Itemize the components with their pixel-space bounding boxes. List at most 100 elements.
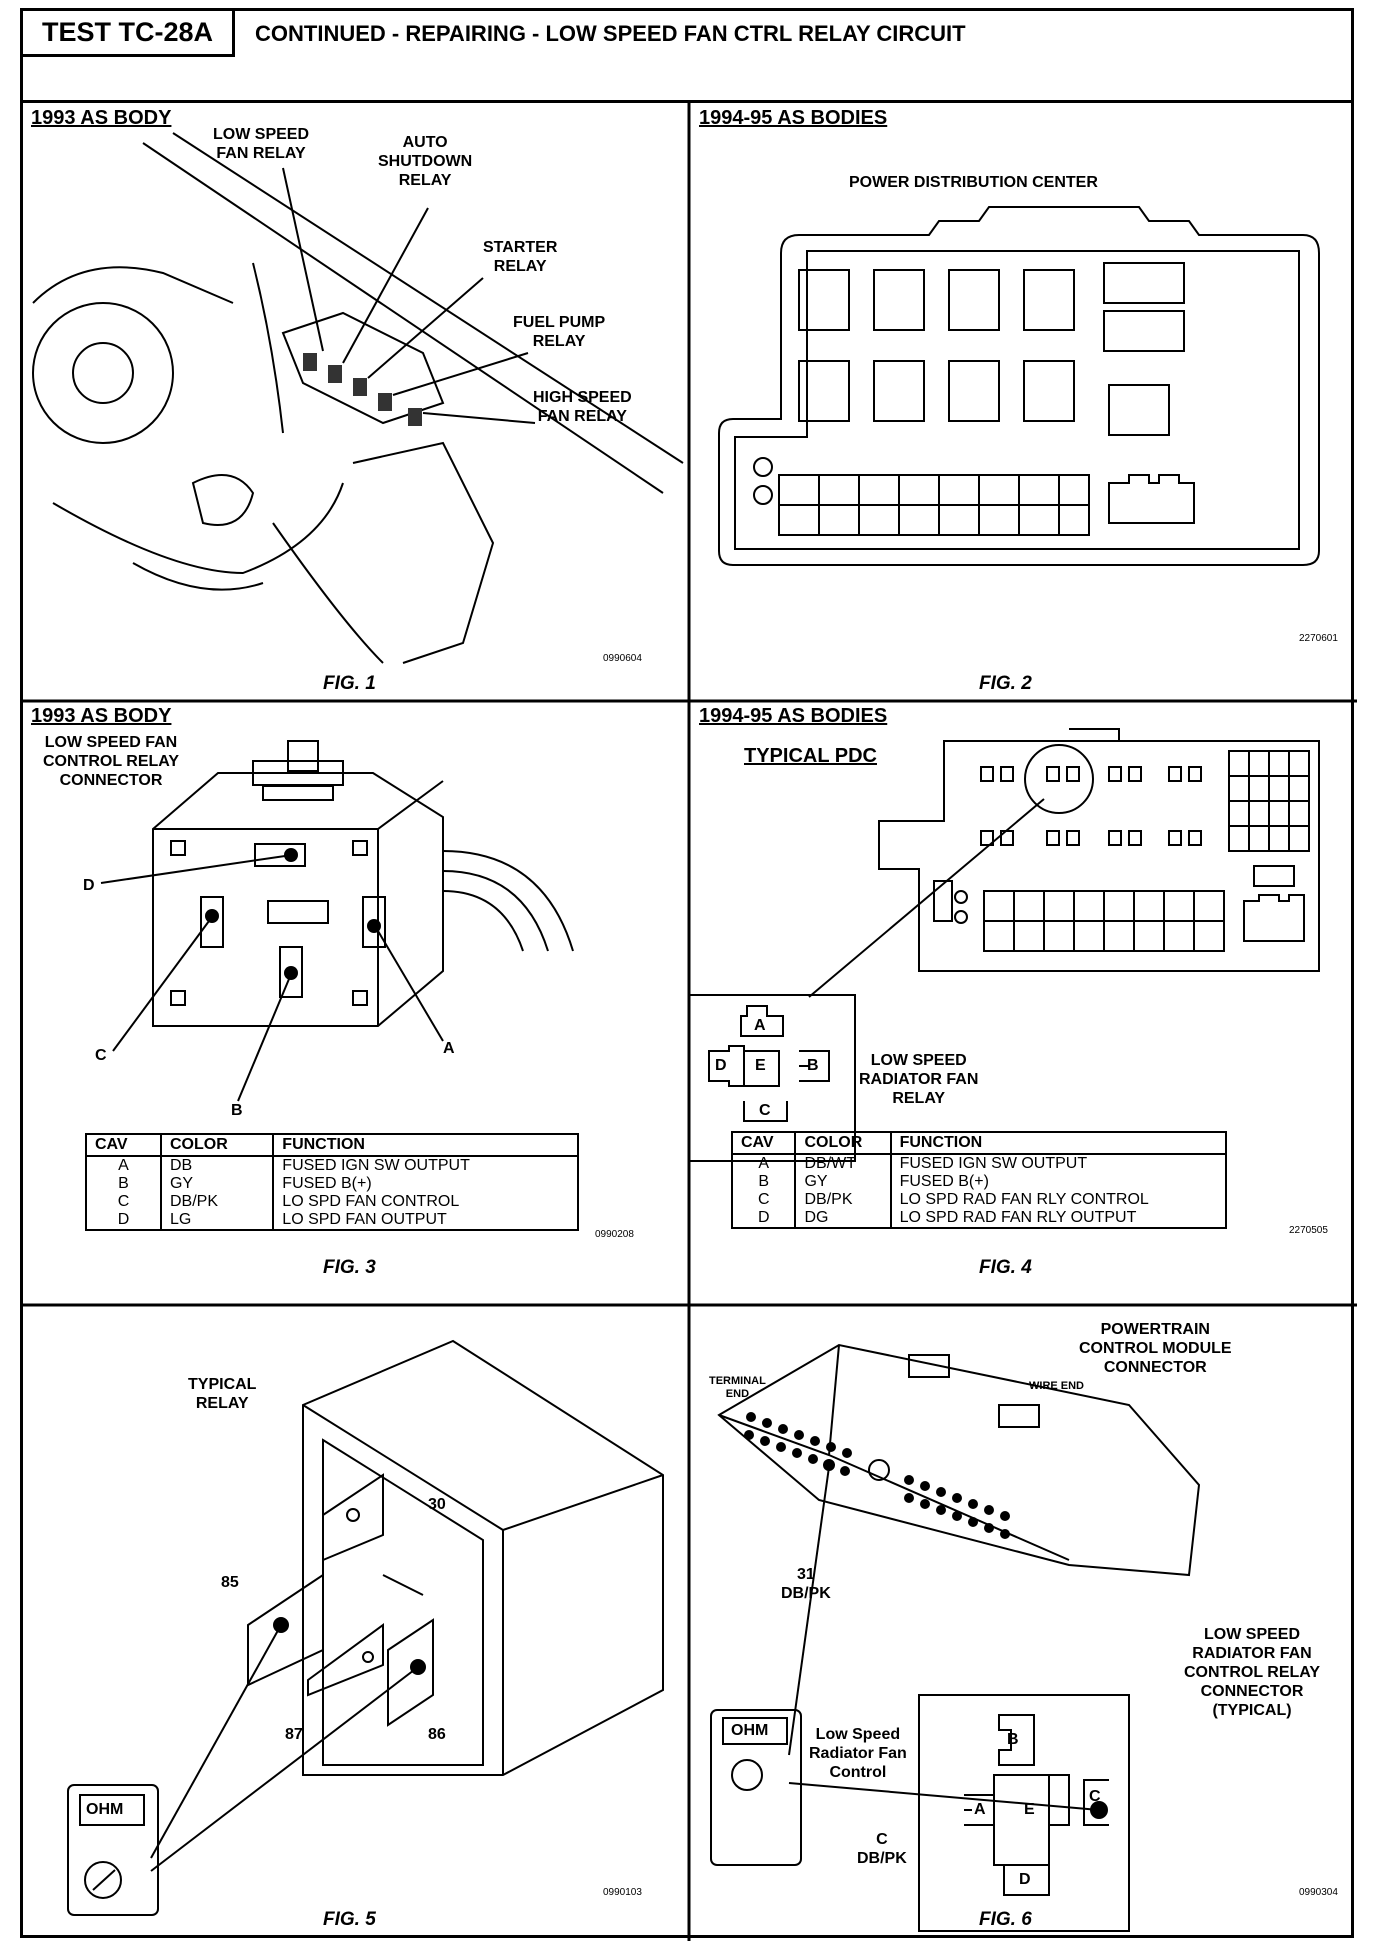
high-speed-fan-relay-label: HIGH SPEED FAN RELAY [533, 389, 632, 425]
pdc-title: POWER DISTRIBUTION CENTER [849, 174, 1098, 191]
fig4-pin-c: C [759, 1102, 771, 1119]
fig4-relay-label: LOW SPEED RADIATOR FAN RELAY [859, 1052, 979, 1107]
relay-pin-c-label: C DB/PK [857, 1831, 907, 1867]
color-cell: GY [159, 1175, 275, 1193]
ohmmeter-display: OHM [731, 1722, 769, 1739]
relay-illustration [67, 1339, 664, 1916]
fig2-panel: 1994-95 AS BODIES POWER DISTRIBUTION CEN… [689, 103, 1357, 701]
fig4-panel: 1994-95 AS BODIES TYPICAL PDC [689, 701, 1357, 1305]
fig3-pin-a: A [443, 1040, 455, 1057]
fig1-panel: 1993 AS BODY [23, 103, 689, 701]
function-cell: FUSED IGN SW OUTPUT [272, 1156, 579, 1175]
fig5-panel: TYPICAL RELAY [23, 1305, 689, 1941]
pcm-pin-31-label: 31 DB/PK [781, 1566, 831, 1602]
page-title: CONTINUED - REPAIRING - LOW SPEED FAN CT… [255, 21, 966, 46]
fig6-code: 0990304 [1299, 1887, 1338, 1898]
pdc-illustration [718, 206, 1320, 566]
relay-pin-30: 30 [428, 1496, 446, 1513]
pcm-connector-illustration [710, 1343, 1201, 1932]
fig2-caption: FIG. 2 [979, 673, 1032, 694]
fuel-pump-relay-label: FUEL PUMP RELAY [513, 314, 606, 350]
color-cell: GY [794, 1173, 892, 1191]
fig3-pin-b: B [231, 1102, 243, 1119]
cav-cell: A [85, 1156, 162, 1175]
color-cell: DB [159, 1156, 275, 1175]
typical-pdc-illustration [689, 728, 1320, 1162]
ohmmeter-display: OHM [86, 1801, 124, 1818]
cav-cell: D [730, 1209, 797, 1229]
cav-header: CAV [85, 1133, 162, 1157]
fig1-heading: 1993 AS BODY [31, 107, 172, 129]
fig3-pin-d: D [83, 877, 95, 894]
function-header: FUNCTION [889, 1131, 1228, 1155]
fig4-pin-d: D [715, 1057, 727, 1074]
control-circuit-label: Low Speed Radiator Fan Control [809, 1726, 907, 1781]
cav-cell: D [85, 1211, 162, 1231]
typical-relay-label: TYPICAL RELAY [188, 1376, 257, 1412]
cav-cell: B [85, 1175, 162, 1193]
color-header: COLOR [159, 1133, 275, 1157]
cav-cell: B [730, 1173, 797, 1191]
color-cell: DB/PK [159, 1193, 275, 1211]
fig6-panel: POWERTRAIN CONTROL MODULE CONNECTOR TERM… [689, 1305, 1357, 1941]
fig4-caption: FIG. 4 [979, 1257, 1032, 1278]
fig4-heading: 1994-95 AS BODIES [699, 705, 888, 727]
fig2-heading: 1994-95 AS BODIES [699, 107, 888, 129]
color-cell: LG [159, 1211, 275, 1231]
fig5-caption: FIG. 5 [323, 1909, 376, 1930]
connector-illustration [100, 740, 574, 1102]
fig3-caption: FIG. 3 [323, 1257, 376, 1278]
relay-pin-85: 85 [221, 1574, 239, 1591]
pcm-connector-label: POWERTRAIN CONTROL MODULE CONNECTOR [1079, 1321, 1232, 1376]
function-cell: LO SPD FAN OUTPUT [272, 1211, 579, 1231]
fig3-heading: 1993 AS BODY [31, 705, 172, 727]
cav-header: CAV [730, 1131, 797, 1155]
relay-pin-87: 87 [285, 1726, 303, 1743]
function-cell: FUSED IGN SW OUTPUT [889, 1154, 1228, 1173]
cav-cell: A [730, 1154, 797, 1173]
fig3-code: 0990208 [595, 1229, 634, 1240]
fig6-pin-a: A [974, 1801, 986, 1818]
fig4-code: 2270505 [1289, 1225, 1328, 1236]
function-cell: LO SPD FAN CONTROL [272, 1193, 579, 1211]
relay-pin-86: 86 [428, 1726, 446, 1743]
fig4-pin-e: E [755, 1057, 766, 1074]
function-cell: LO SPD RAD FAN RLY OUTPUT [889, 1209, 1228, 1229]
color-cell: DB/WT [794, 1154, 892, 1173]
function-cell: FUSED B(+) [889, 1173, 1228, 1191]
diagram-page: TEST TC-28A CONTINUED - REPAIRING - LOW … [20, 8, 1357, 1941]
header: TEST TC-28A CONTINUED - REPAIRING - LOW … [23, 11, 1351, 103]
color-cell: DB/PK [794, 1191, 892, 1209]
function-cell: FUSED B(+) [272, 1175, 579, 1193]
grid-lines [23, 103, 1357, 1941]
fig4-pin-a: A [754, 1017, 766, 1034]
terminal-end-label: TERMINAL END [709, 1375, 766, 1400]
fig4-subheading: TYPICAL PDC [744, 745, 877, 767]
test-id: TEST TC-28A [23, 11, 235, 57]
fig3-pin-c: C [95, 1047, 107, 1064]
fig6-pin-e: E [1024, 1801, 1035, 1818]
fig6-pin-b: B [1007, 1731, 1019, 1748]
fig5-code: 0990103 [603, 1887, 642, 1898]
starter-relay-label: STARTER RELAY [483, 239, 558, 275]
engine-bay-illustration [32, 132, 684, 664]
cav-cell: C [85, 1193, 162, 1211]
fig6-pin-c: C [1089, 1788, 1101, 1805]
color-header: COLOR [794, 1131, 892, 1155]
fig4-pin-b: B [807, 1057, 819, 1074]
function-cell: LO SPD RAD FAN RLY CONTROL [889, 1191, 1228, 1209]
cav-cell: C [730, 1191, 797, 1209]
low-speed-fan-relay-label: LOW SPEED FAN RELAY [213, 126, 310, 162]
fig6-pin-d: D [1019, 1871, 1031, 1888]
fig1-caption: FIG. 1 [323, 673, 376, 694]
color-cell: DG [794, 1209, 892, 1229]
